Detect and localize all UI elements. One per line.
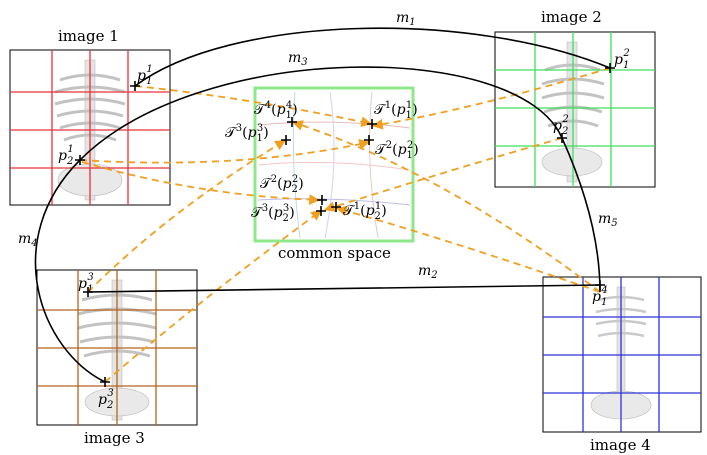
label-m3: m3: [288, 50, 308, 68]
label-image1-p1: p11: [137, 64, 153, 87]
label-T2-p12: 𝒯2(p12): [375, 140, 419, 161]
label-T3-p13: 𝒯3(p13): [225, 123, 269, 144]
label-m5: m5: [598, 211, 618, 229]
match-m5-curve: [561, 137, 601, 293]
label-T1-p21: 𝒯1(p21): [343, 201, 387, 222]
image-2-grid: [495, 32, 655, 187]
image-3-panel: image 3: [36, 269, 198, 447]
label-T2-p22: 𝒯2(p22): [260, 174, 304, 195]
common-space-deformation-lines: [257, 91, 411, 239]
point-markers: [75, 63, 615, 387]
match-m4-curve: [34, 159, 106, 383]
image-4-panel: image 4: [542, 276, 702, 454]
label-m2: m2: [418, 263, 438, 281]
image-1-panel: image 1: [9, 27, 171, 206]
label-m4: m4: [18, 231, 38, 249]
label-image4-p1: p14: [592, 285, 608, 308]
label-image3-p2: p23: [98, 388, 114, 411]
match-curves: [34, 27, 611, 383]
label-image2-p2: p22: [553, 114, 569, 137]
correspondence-arrows: [79, 67, 611, 383]
match-m2-curve: [87, 284, 601, 293]
transform-labels: 𝒯4(p14) 𝒯1(p11) 𝒯3(p13) 𝒯2(p12) 𝒯2(p22) …: [225, 100, 419, 224]
image-3-grid: [37, 270, 197, 425]
label-T3-p23: 𝒯3(p23): [251, 203, 295, 224]
image-4-grid: [543, 277, 701, 432]
match-m1-curve: [134, 27, 611, 87]
image-2-caption: image 2: [541, 8, 602, 26]
point-labels: p11 p21 p12 p22 p13 p23 p14: [58, 48, 630, 411]
label-image2-p1: p12: [614, 48, 630, 71]
match-m3-curve: [79, 66, 563, 161]
label-T1-p11: 𝒯1(p11): [374, 100, 418, 121]
common-space-panel: common space: [253, 86, 415, 262]
label-image1-p2: p21: [58, 144, 74, 167]
label-image3-p1: p13: [78, 272, 94, 295]
image-1-caption: image 1: [58, 27, 119, 45]
image-2-panel: image 2: [494, 8, 656, 188]
image-1-grid: [10, 50, 170, 205]
match-labels: m1 m2 m3 m4 m5: [18, 10, 618, 281]
image-3-caption: image 3: [84, 429, 145, 447]
label-T4-p14: 𝒯4(p14): [254, 100, 298, 121]
image-4-caption: image 4: [590, 436, 651, 454]
label-m1: m1: [396, 10, 416, 28]
common-space-caption: common space: [278, 244, 391, 262]
